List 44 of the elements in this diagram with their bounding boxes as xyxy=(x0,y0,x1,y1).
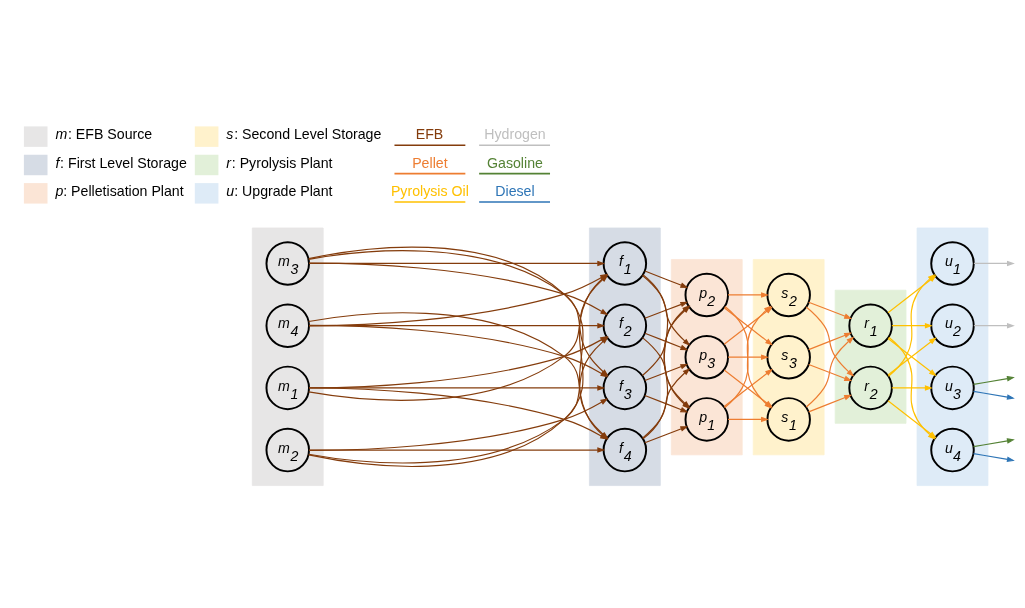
arrow xyxy=(973,260,1015,267)
legend-label: Diesel xyxy=(495,183,535,200)
arrow xyxy=(972,453,1015,463)
arrow xyxy=(972,438,1015,448)
arrow xyxy=(644,363,689,382)
arrow xyxy=(891,385,933,391)
cluster xyxy=(251,227,324,486)
arrow xyxy=(808,394,853,413)
arrow xyxy=(644,332,689,351)
arrow xyxy=(808,301,853,319)
arrow xyxy=(972,375,1015,385)
legend-label: Hydrogen xyxy=(484,126,546,143)
legend-label: Pellet xyxy=(412,154,448,171)
legend-label: m: EFB Source xyxy=(55,126,153,143)
arrow xyxy=(727,292,769,298)
cluster xyxy=(916,227,989,486)
arrow xyxy=(308,447,606,453)
arrow xyxy=(641,274,691,346)
cluster xyxy=(752,259,825,456)
legend-label: Pyrolysis Oil xyxy=(390,183,469,200)
arrow xyxy=(727,354,769,360)
arrow xyxy=(727,416,769,423)
arrow xyxy=(644,270,689,288)
legend-label: p: Pelletisation Plant xyxy=(55,183,184,200)
arrow xyxy=(641,305,691,377)
cluster xyxy=(834,289,907,424)
legend-label: u: Upgrade Plant xyxy=(226,183,333,200)
arrow xyxy=(644,301,689,319)
arrow xyxy=(808,363,853,382)
arrow xyxy=(891,322,933,329)
cluster xyxy=(670,259,743,456)
arrow xyxy=(808,332,853,351)
legend-label: r: Pyrolysis Plant xyxy=(226,154,333,171)
legend-label: s: Second Level Storage xyxy=(226,126,382,143)
arrow xyxy=(972,390,1015,400)
arrow xyxy=(973,322,1015,329)
arrow xyxy=(644,426,689,444)
legend-label: EFB xyxy=(415,126,444,143)
legend-label: Gasoline xyxy=(487,154,543,171)
arrow xyxy=(805,306,855,377)
arrow xyxy=(308,385,606,391)
arrow xyxy=(805,336,855,408)
legend-label: f: First Level Storage xyxy=(55,154,187,171)
cluster xyxy=(589,227,661,486)
